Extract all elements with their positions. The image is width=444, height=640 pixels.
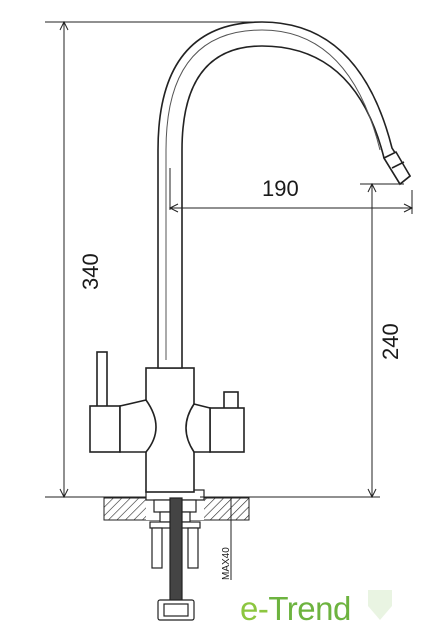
brand-name: Trend — [268, 590, 351, 627]
spout-height-label-240: 240 — [378, 323, 403, 360]
brand-prefix: e- — [240, 590, 269, 627]
max-thickness-dimension — [205, 497, 240, 580]
mounting-assembly — [145, 489, 205, 621]
reach-label-190: 190 — [262, 176, 299, 201]
left-lever-handle — [89, 351, 157, 453]
spout-height-dimension-240 — [200, 182, 404, 499]
spout-highlight — [165, 29, 381, 360]
e-trend-logo: e-Trend — [240, 592, 351, 625]
right-filter-handle — [185, 391, 245, 453]
faucet-body — [145, 21, 412, 493]
max-thickness-label: MAX40 — [221, 547, 232, 580]
height-label-340: 340 — [78, 253, 103, 290]
height-dimension-340 — [45, 20, 262, 499]
shield-watermark-icon — [368, 590, 392, 620]
